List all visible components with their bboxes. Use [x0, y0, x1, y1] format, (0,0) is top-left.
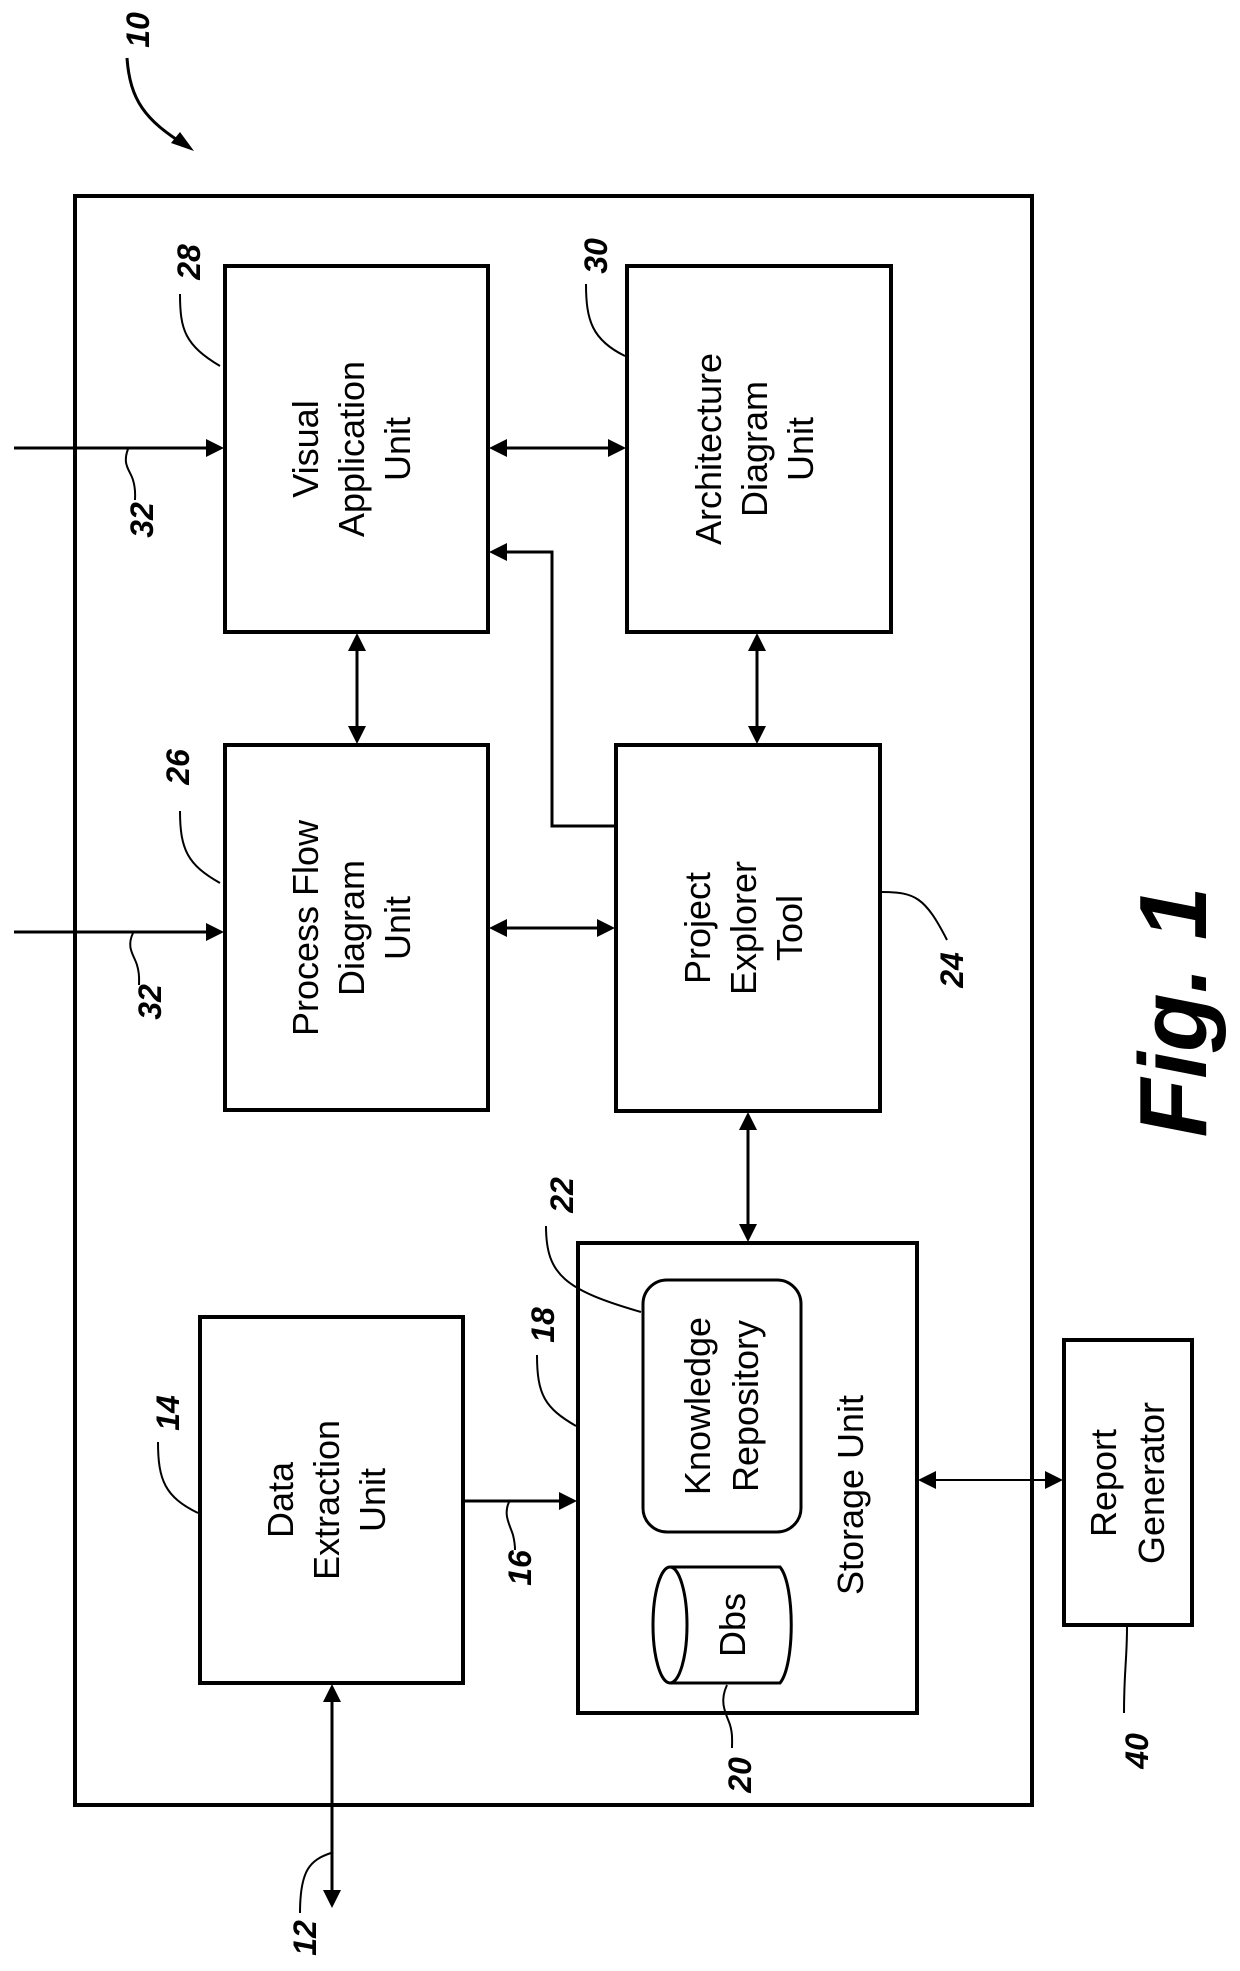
architecture-diagram-unit-box [625, 264, 893, 634]
project-explorer-line-3: Tool [769, 895, 810, 961]
process-flow-line-3: Unit [377, 896, 418, 960]
process-flow-line-2: Diagram [331, 860, 372, 996]
knowledge-repository-line-1: Knowledge [677, 1317, 718, 1495]
databases-label: Dbs [712, 1593, 753, 1657]
input-arrow-visual-application [14, 439, 224, 457]
ref-label-report-generator: 40 [1119, 1733, 1155, 1770]
database-cylinder-icon [651, 1565, 793, 1685]
report-generator-line-1: Report [1083, 1429, 1124, 1537]
leader-databases [722, 1684, 734, 1749]
project-explorer-tool-box [614, 743, 882, 1113]
input-arrow-process-flow [14, 923, 224, 941]
visual-application-unit-label: Visual Application Unit [285, 361, 418, 537]
ref-label-storage-unit: 18 [525, 1307, 561, 1343]
ref-label-databases: 20 [722, 1757, 758, 1794]
visual-application-line-3: Unit [377, 417, 418, 481]
system-pointer-arrowhead [171, 132, 194, 151]
storage-unit-label: Storage Unit [830, 1395, 871, 1595]
leader-report-generator [1123, 1626, 1128, 1714]
report-generator-box [1062, 1338, 1194, 1627]
visual-application-line-2: Application [331, 361, 372, 537]
process-flow-diagram-unit-box [223, 743, 490, 1112]
arrow-visual-to-process-flow [348, 633, 366, 744]
architecture-diagram-unit-label: Architecture Diagram Unit [688, 353, 821, 545]
leader-architecture-diagram [585, 283, 626, 357]
leader-project-explorer [880, 891, 948, 941]
storage-unit-box [576, 1241, 919, 1715]
ref-label-input-bottom: 32 [132, 984, 168, 1020]
data-extraction-line-3: Unit [352, 1468, 393, 1532]
ref-label-system: 10 [120, 12, 156, 48]
arrow-explorer-to-visual [489, 543, 615, 828]
leader-visual-application [179, 293, 221, 367]
ref-label-project-explorer: 24 [934, 952, 970, 989]
system-pointer-arrow [125, 57, 186, 147]
data-extraction-line-1: Data [260, 1461, 301, 1538]
data-extraction-unit-label: Data Extraction Unit [260, 1420, 393, 1580]
knowledge-repository-line-2: Repository [725, 1320, 766, 1492]
report-generator-label: Report Generator [1083, 1402, 1172, 1564]
leader-process-flow [179, 810, 221, 884]
ref-label-architecture-diagram: 30 [578, 238, 614, 274]
arrow-process-flow-to-explorer [489, 919, 615, 937]
leader-storage-unit [536, 1354, 577, 1427]
arrow-architecture-to-explorer [748, 633, 766, 744]
ref-label-visual-application: 28 [171, 244, 207, 281]
process-flow-diagram-unit-label: Process Flow Diagram Unit [285, 819, 418, 1036]
ref-label-input-top: 32 [124, 502, 160, 538]
project-explorer-line-2: Explorer [723, 861, 764, 995]
arrow-extraction-to-storage [463, 1492, 577, 1510]
process-flow-line-1: Process Flow [285, 819, 326, 1036]
arrow-external-io [323, 1684, 341, 1908]
ref-label-data-link: 16 [502, 1550, 538, 1586]
knowledge-repository-box [641, 1278, 803, 1534]
arrow-visual-to-architecture [489, 439, 626, 457]
arrow-storage-to-report [918, 1471, 1063, 1489]
leader-input-bottom [129, 932, 141, 986]
ref-label-external-io: 12 [287, 1920, 323, 1956]
visual-application-unit-box [223, 264, 490, 634]
leader-data-extraction [157, 1441, 199, 1514]
report-generator-line-2: Generator [1131, 1402, 1172, 1564]
architecture-diagram-line-3: Unit [780, 417, 821, 481]
leader-knowledge-repository [545, 1225, 642, 1313]
figure-caption: Fig. 1 [1120, 887, 1227, 1138]
visual-application-line-1: Visual [285, 400, 326, 497]
data-extraction-line-2: Extraction [306, 1420, 347, 1580]
leader-data-link [505, 1501, 516, 1551]
project-explorer-line-1: Project [677, 872, 718, 984]
project-explorer-tool-label: Project Explorer Tool [677, 861, 810, 995]
ref-label-process-flow: 26 [160, 749, 196, 786]
architecture-diagram-line-1: Architecture [688, 353, 729, 545]
ref-label-knowledge-repository: 22 [544, 1177, 580, 1214]
system-boundary [73, 194, 1034, 1807]
knowledge-repository-label: Knowledge Repository [677, 1317, 766, 1495]
architecture-diagram-line-2: Diagram [734, 381, 775, 517]
ref-label-data-extraction: 14 [150, 1395, 186, 1431]
leader-external-io [299, 1852, 332, 1914]
leader-input-top [124, 448, 137, 501]
arrow-explorer-to-storage [739, 1112, 757, 1242]
